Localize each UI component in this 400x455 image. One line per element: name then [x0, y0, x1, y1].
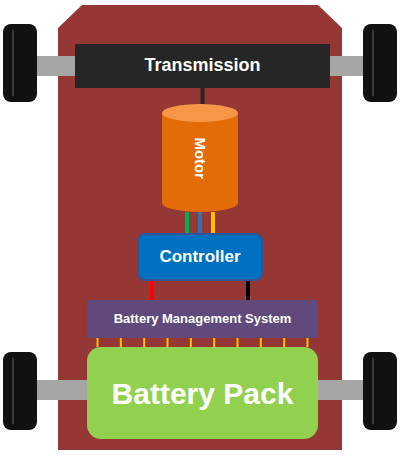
wheel — [3, 352, 37, 430]
phase-wire — [211, 212, 215, 233]
wheel — [363, 352, 397, 430]
phase-wire — [198, 212, 202, 233]
cylinder-top — [162, 104, 238, 122]
wheel — [3, 24, 37, 102]
phase-wire — [185, 212, 189, 233]
transmission-box: Transmission — [75, 44, 330, 88]
node-label: Transmission — [144, 56, 260, 76]
controller-box: Controller — [137, 233, 263, 281]
bms-box: Battery Management System — [87, 300, 318, 338]
drive-shaft — [201, 88, 205, 104]
power-wire — [246, 281, 250, 300]
cell-tap-wire — [283, 338, 285, 347]
car-body — [58, 5, 342, 450]
wheel — [363, 24, 397, 102]
cell-tap-wire — [213, 338, 215, 347]
tire-tread — [12, 30, 14, 96]
cell-tap-wire — [307, 338, 309, 347]
node-label: Controller — [159, 248, 240, 267]
battery-pack-box: Battery Pack — [87, 347, 318, 439]
cell-tap-wire — [237, 338, 239, 347]
cell-tap-wire — [97, 338, 99, 347]
cell-tap-wire — [260, 338, 262, 347]
cell-tap-wire — [190, 338, 192, 347]
tire-tread — [12, 358, 14, 424]
node-label: Battery Management System — [114, 312, 292, 326]
cell-tap-wire — [167, 338, 169, 347]
node-label: Battery Pack — [112, 377, 294, 410]
tire-tread — [372, 30, 374, 96]
tire-tread — [372, 358, 374, 424]
power-wire — [150, 281, 154, 300]
cylinder-body — [162, 113, 238, 212]
motor-cylinder: Motor — [162, 104, 238, 212]
node-label: Motor — [192, 137, 209, 179]
cell-tap-wire — [143, 338, 145, 347]
cell-tap-wire — [120, 338, 122, 347]
